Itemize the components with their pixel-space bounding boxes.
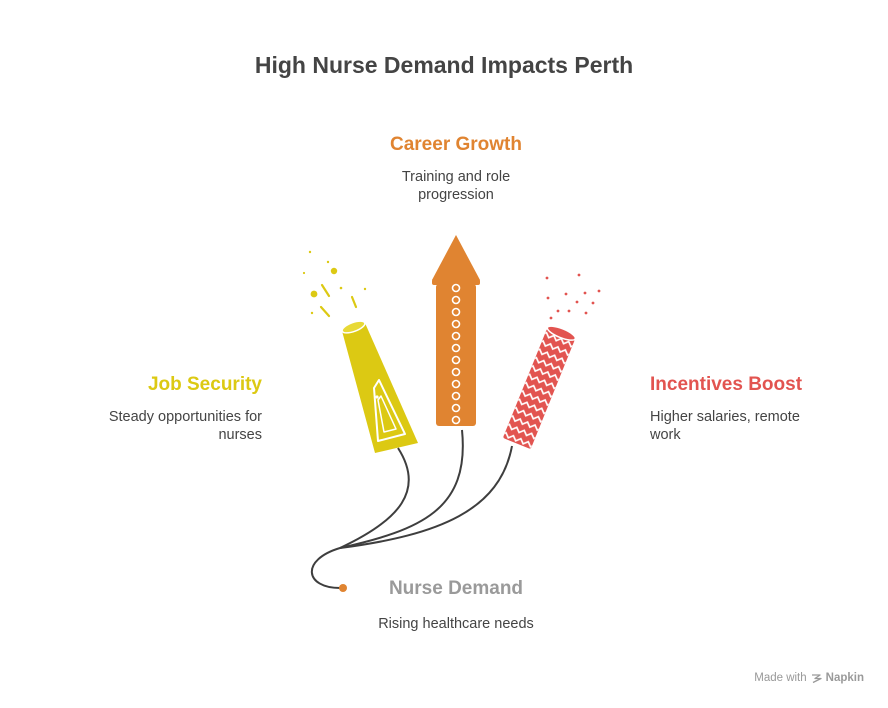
made-with-label: Made with bbox=[754, 672, 807, 684]
incentives-boost-heading: Incentives Boost bbox=[650, 374, 803, 395]
red-sparks bbox=[545, 273, 601, 320]
orange-rocket-icon bbox=[432, 235, 480, 426]
nurse-demand-heading: Nurse Demand bbox=[388, 578, 524, 599]
napkin-logo-icon bbox=[811, 673, 822, 683]
incentives-boost-description: Higher salaries, remote work bbox=[650, 409, 800, 443]
job-security-description: Steady opportunities for nurses bbox=[108, 409, 262, 443]
fuse-origin-dot bbox=[339, 584, 347, 592]
job-security-heading: Job Security bbox=[147, 374, 262, 395]
red-firecracker-icon bbox=[502, 325, 577, 450]
career-growth-description: Training and role progression bbox=[401, 169, 511, 203]
yellow-firecracker-icon bbox=[302, 250, 418, 453]
diagram-title: High Nurse Demand Impacts Perth bbox=[254, 52, 634, 78]
nurse-demand-description: Rising healthcare needs bbox=[378, 616, 534, 632]
made-with-napkin-footer[interactable]: Made with Napkin bbox=[754, 672, 864, 684]
career-growth-heading: Career Growth bbox=[390, 134, 522, 155]
napkin-brand-label: Napkin bbox=[825, 672, 864, 684]
fuse-lines bbox=[310, 429, 513, 589]
